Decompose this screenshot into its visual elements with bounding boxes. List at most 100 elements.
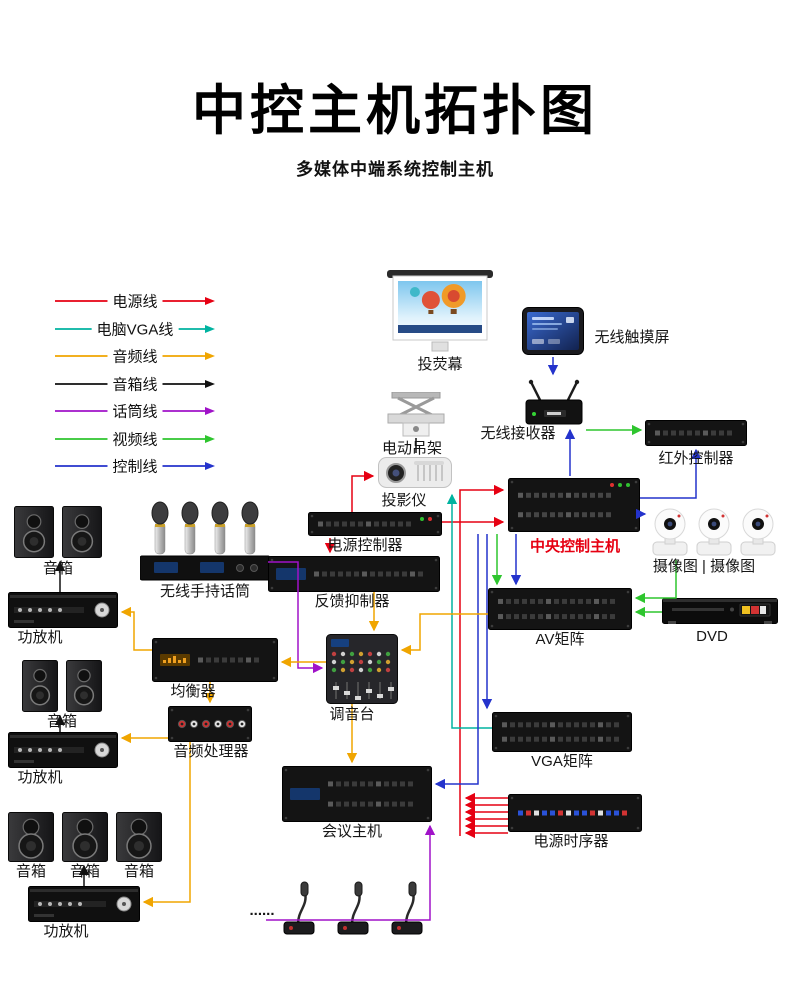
dvd-icon — [662, 598, 778, 624]
vga-matrix-icon — [492, 712, 632, 752]
label-amp-1: 功放机 — [17, 629, 63, 646]
device-feedback-suppressor — [268, 556, 440, 592]
legend-label: 视频线 — [107, 428, 163, 449]
legend-item-control-line: 控制线 — [55, 455, 215, 477]
legend-label: 控制线 — [107, 455, 163, 477]
device-conference-host — [282, 766, 432, 822]
device-screen — [383, 270, 497, 354]
device-power-sequencer — [508, 794, 642, 832]
legend-item-vga-line: 电脑VGA线 — [55, 318, 215, 339]
speakers-mid-icon — [22, 660, 102, 712]
device-wireless-receiver — [524, 378, 584, 426]
label-ir-controller: 红外控制器 — [658, 450, 734, 467]
legend-label: 话筒线 — [107, 400, 163, 422]
device-projector — [378, 455, 452, 491]
label-wireless-mics: 无线手持话筒 — [159, 583, 251, 600]
device-central-host — [508, 478, 640, 532]
conference-mics-icon — [283, 881, 423, 935]
hanger-icon — [387, 392, 445, 437]
legend-item-mic-line: 话筒线 — [55, 400, 215, 422]
device-audio-processor — [168, 706, 252, 742]
label-speaker-b2: 音箱 — [69, 863, 101, 880]
page-title: 中控主机拓扑图 — [192, 81, 598, 141]
label-hanger: 电动吊架 — [381, 440, 443, 457]
label-cameras: 摄像图 | 摄像图 — [652, 558, 756, 575]
touchscreen-icon — [522, 307, 584, 355]
device-ir-controller — [645, 420, 747, 446]
audio-processor-icon — [168, 706, 252, 742]
wireless-mics-icon — [140, 501, 270, 581]
device-conference-mics — [278, 866, 426, 936]
speaker-b2-icon — [62, 812, 108, 862]
legend-label: 音频线 — [107, 345, 163, 367]
amp-3-icon — [28, 886, 140, 922]
device-mixer — [326, 634, 398, 704]
device-speaker-b1 — [8, 812, 54, 862]
label-touchscreen: 无线触摸屏 — [594, 329, 670, 346]
label-audio-processor: 音频处理器 — [173, 743, 249, 760]
label-vga-matrix: VGA矩阵 — [531, 753, 593, 770]
device-power-controller — [308, 512, 442, 536]
projector-icon — [378, 457, 452, 488]
wireless-receiver-icon — [525, 379, 583, 425]
screen-icon — [387, 270, 493, 352]
equalizer-icon — [152, 638, 278, 682]
label-mic-ellipsis: ...... — [249, 902, 275, 919]
speaker-b1-icon — [8, 812, 54, 862]
label-speaker-b1: 音箱 — [15, 863, 47, 880]
conference-host-icon — [282, 766, 432, 822]
legend-item-video-line: 视频线 — [55, 428, 215, 449]
device-touchscreen — [522, 307, 584, 355]
legend-label: 音箱线 — [107, 373, 163, 394]
device-equalizer — [152, 638, 278, 682]
device-amp-2 — [8, 732, 118, 768]
device-amp-1 — [8, 592, 118, 628]
label-power-sequencer: 电源时序器 — [533, 833, 609, 850]
mixer-icon — [326, 634, 398, 704]
amp-1-icon — [8, 592, 118, 628]
page-subtitle: 多媒体中端系统控制主机 — [296, 160, 494, 179]
power-sequencer-icon — [508, 794, 642, 832]
label-central-host: 中央控制主机 — [529, 538, 621, 555]
av-matrix-icon — [488, 588, 632, 630]
device-speakers-top — [14, 506, 102, 558]
legend-item-power-line: 电源线 — [55, 290, 215, 312]
legend-label: 电脑VGA线 — [91, 318, 179, 339]
feedback-suppressor-icon — [268, 556, 440, 592]
legend-label: 电源线 — [107, 290, 163, 312]
label-feedback-suppressor: 反馈抑制器 — [314, 593, 390, 610]
device-vga-matrix — [492, 712, 632, 752]
device-amp-3 — [28, 886, 140, 922]
label-conference-host: 会议主机 — [321, 823, 383, 840]
device-dvd — [662, 594, 778, 628]
speaker-b3-icon — [116, 812, 162, 862]
label-equalizer: 均衡器 — [170, 683, 216, 700]
amp-2-icon — [8, 732, 118, 768]
label-amp-2: 功放机 — [17, 769, 63, 786]
central-host-icon — [508, 478, 640, 532]
device-speakers-mid — [22, 660, 102, 712]
device-cameras — [648, 502, 780, 558]
label-mixer: 调音台 — [329, 706, 375, 723]
ir-controller-icon — [645, 420, 747, 446]
device-speaker-b3 — [116, 812, 162, 862]
label-power-controller: 电源控制器 — [327, 537, 403, 554]
cameras-icon — [652, 508, 776, 556]
device-av-matrix — [488, 588, 632, 630]
speakers-top-icon — [14, 506, 102, 558]
legend-item-speaker-line: 音箱线 — [55, 373, 215, 394]
label-speakers-mid: 音箱 — [46, 713, 78, 730]
label-dvd: DVD — [696, 628, 728, 645]
label-av-matrix: AV矩阵 — [535, 631, 585, 648]
label-screen: 投荧幕 — [417, 356, 463, 373]
power-controller-icon — [308, 512, 442, 536]
legend-item-audio-line: 音频线 — [55, 345, 215, 367]
label-wireless-receiver: 无线接收器 — [480, 425, 556, 442]
device-wireless-mics — [140, 500, 270, 582]
label-speakers-top: 音箱 — [42, 560, 74, 577]
